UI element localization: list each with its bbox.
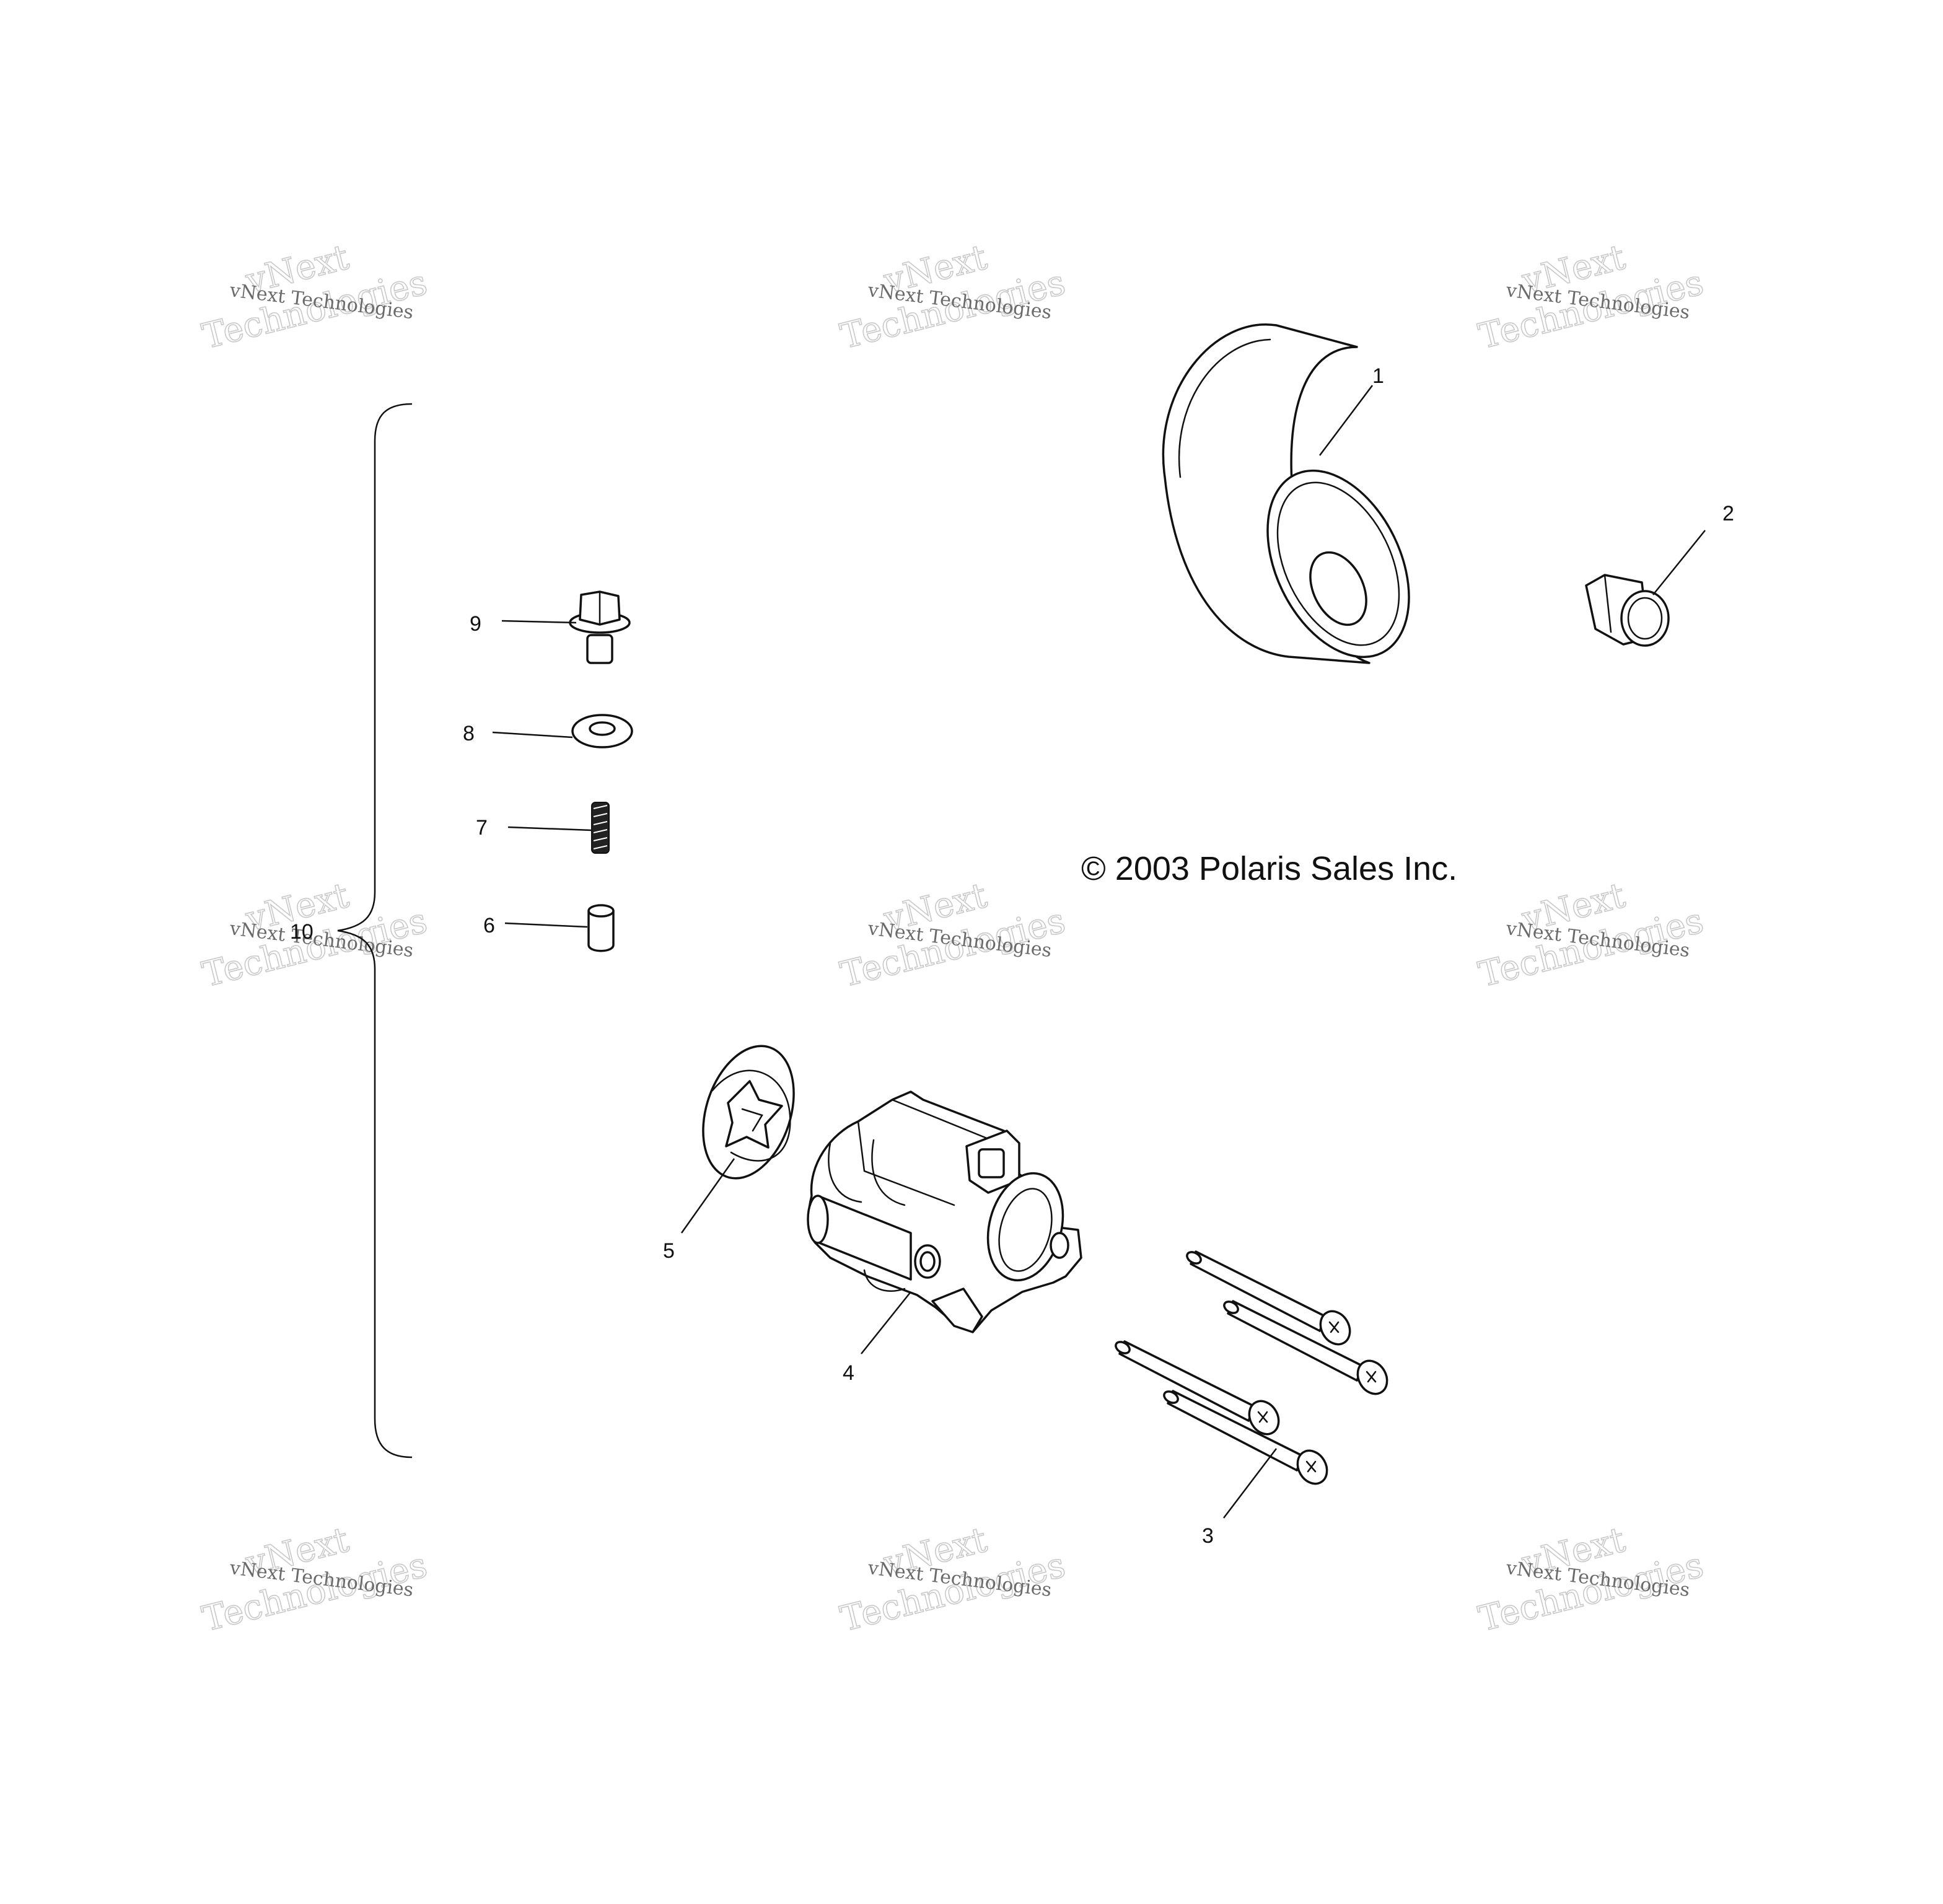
callout-7: 7 (476, 816, 488, 840)
leader-6 (504, 922, 588, 928)
copyright-notice: © 2003 Polaris Sales Inc. (1081, 850, 1457, 887)
pump-rotor (702, 1045, 795, 1180)
leader-1 (1319, 385, 1373, 456)
cap-screw (1223, 1300, 1388, 1395)
dowel-pin (587, 904, 615, 952)
leader-2 (1652, 530, 1706, 595)
leader-5 (680, 1158, 735, 1234)
callout-8: 8 (463, 722, 475, 745)
leader-3 (1223, 1448, 1277, 1519)
leader-7 (507, 826, 592, 831)
flange-bolt (569, 590, 631, 664)
leader-4 (861, 1291, 911, 1354)
group-bracket (337, 403, 413, 1459)
callout-10: 10 (290, 920, 314, 944)
washer (571, 714, 633, 748)
callout-5: 5 (663, 1239, 675, 1263)
callout-1: 1 (1372, 364, 1384, 388)
cap-screw (1163, 1390, 1328, 1485)
callout-3: 3 (1202, 1524, 1214, 1548)
leader-8 (492, 731, 573, 739)
pump-housing (807, 1090, 1082, 1333)
oil-filter (1162, 323, 1410, 664)
cap-screw (1115, 1340, 1280, 1436)
fitting (1585, 574, 1670, 647)
cap-screw (1186, 1250, 1351, 1346)
set-screw (591, 802, 610, 854)
cap-screws (1115, 1250, 1388, 1485)
callout-2: 2 (1722, 502, 1734, 525)
callout-4: 4 (843, 1361, 854, 1385)
callout-6: 6 (483, 914, 495, 937)
leader-9 (501, 620, 577, 624)
callout-9: 9 (470, 612, 481, 636)
